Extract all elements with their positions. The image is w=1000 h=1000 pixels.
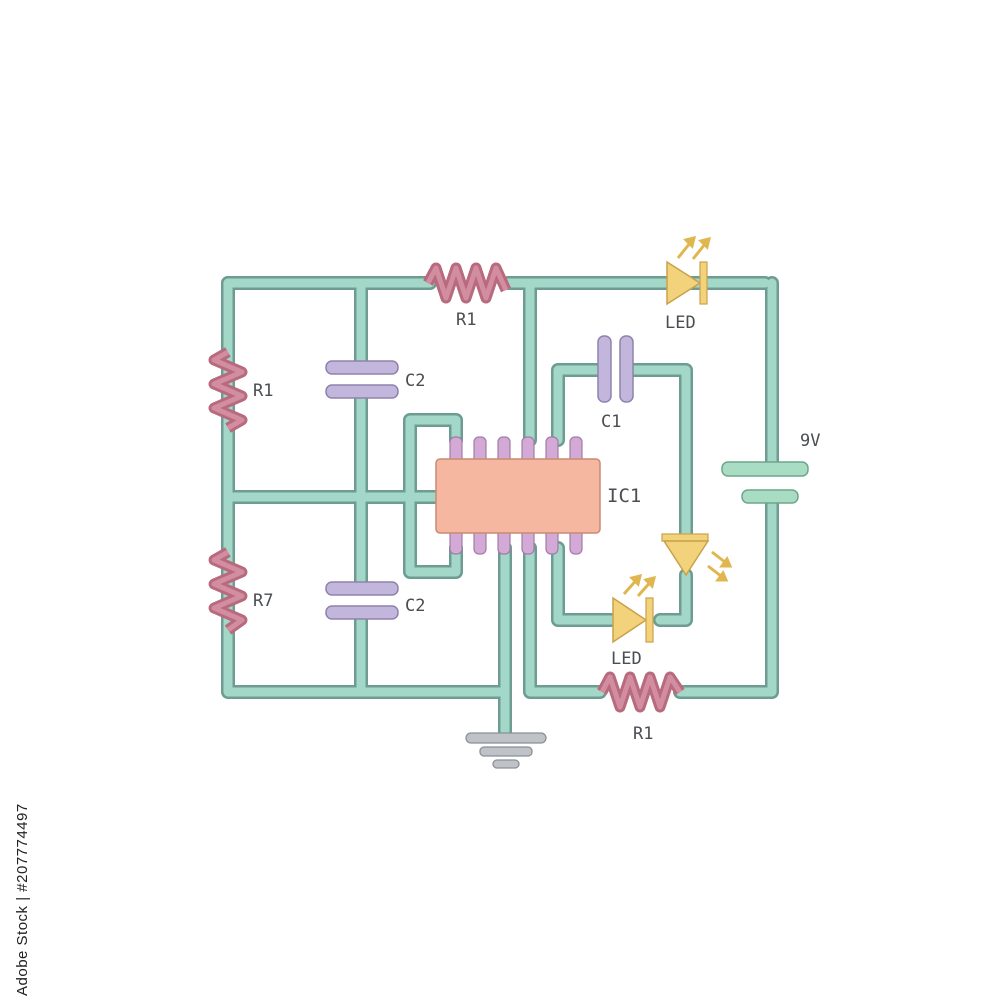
capacitor-c2-bottom [325,581,399,620]
wires [221,276,779,742]
capacitor-c1 [597,335,634,403]
led-top [666,235,712,306]
ic1-chip [435,436,601,555]
resistor-r1-left [208,347,248,433]
label-led-bottom: LED [611,649,642,669]
resistor-r1-top [423,262,512,304]
resistor-r7-left [208,547,248,635]
led-right [661,533,733,582]
capacitor-c2-top [325,360,399,399]
label-led-top: LED [665,313,696,333]
label-r7-left: R7 [253,591,273,611]
label-c2-top: C2 [405,371,425,391]
label-r1-left: R1 [253,381,273,401]
stock-id-watermark: Adobe Stock | #207774497 [14,803,31,996]
label-c1: C1 [601,412,621,432]
ic1-body [435,458,601,534]
ground-symbol [465,732,547,769]
label-r1-bottom: R1 [633,724,653,744]
led-bottom [612,573,657,644]
ic1-pins-bottom [449,527,583,555]
label-c2-bottom: C2 [405,596,425,616]
label-ic1: IC1 [607,485,641,507]
label-battery: 9V [800,431,820,451]
battery-9v [721,461,809,504]
resistor-r1-bottom [597,671,685,713]
labels: R1 R1 R7 C2 C2 C1 IC1 LED LED 9V R1 [253,310,820,744]
label-r1-top: R1 [456,310,476,330]
